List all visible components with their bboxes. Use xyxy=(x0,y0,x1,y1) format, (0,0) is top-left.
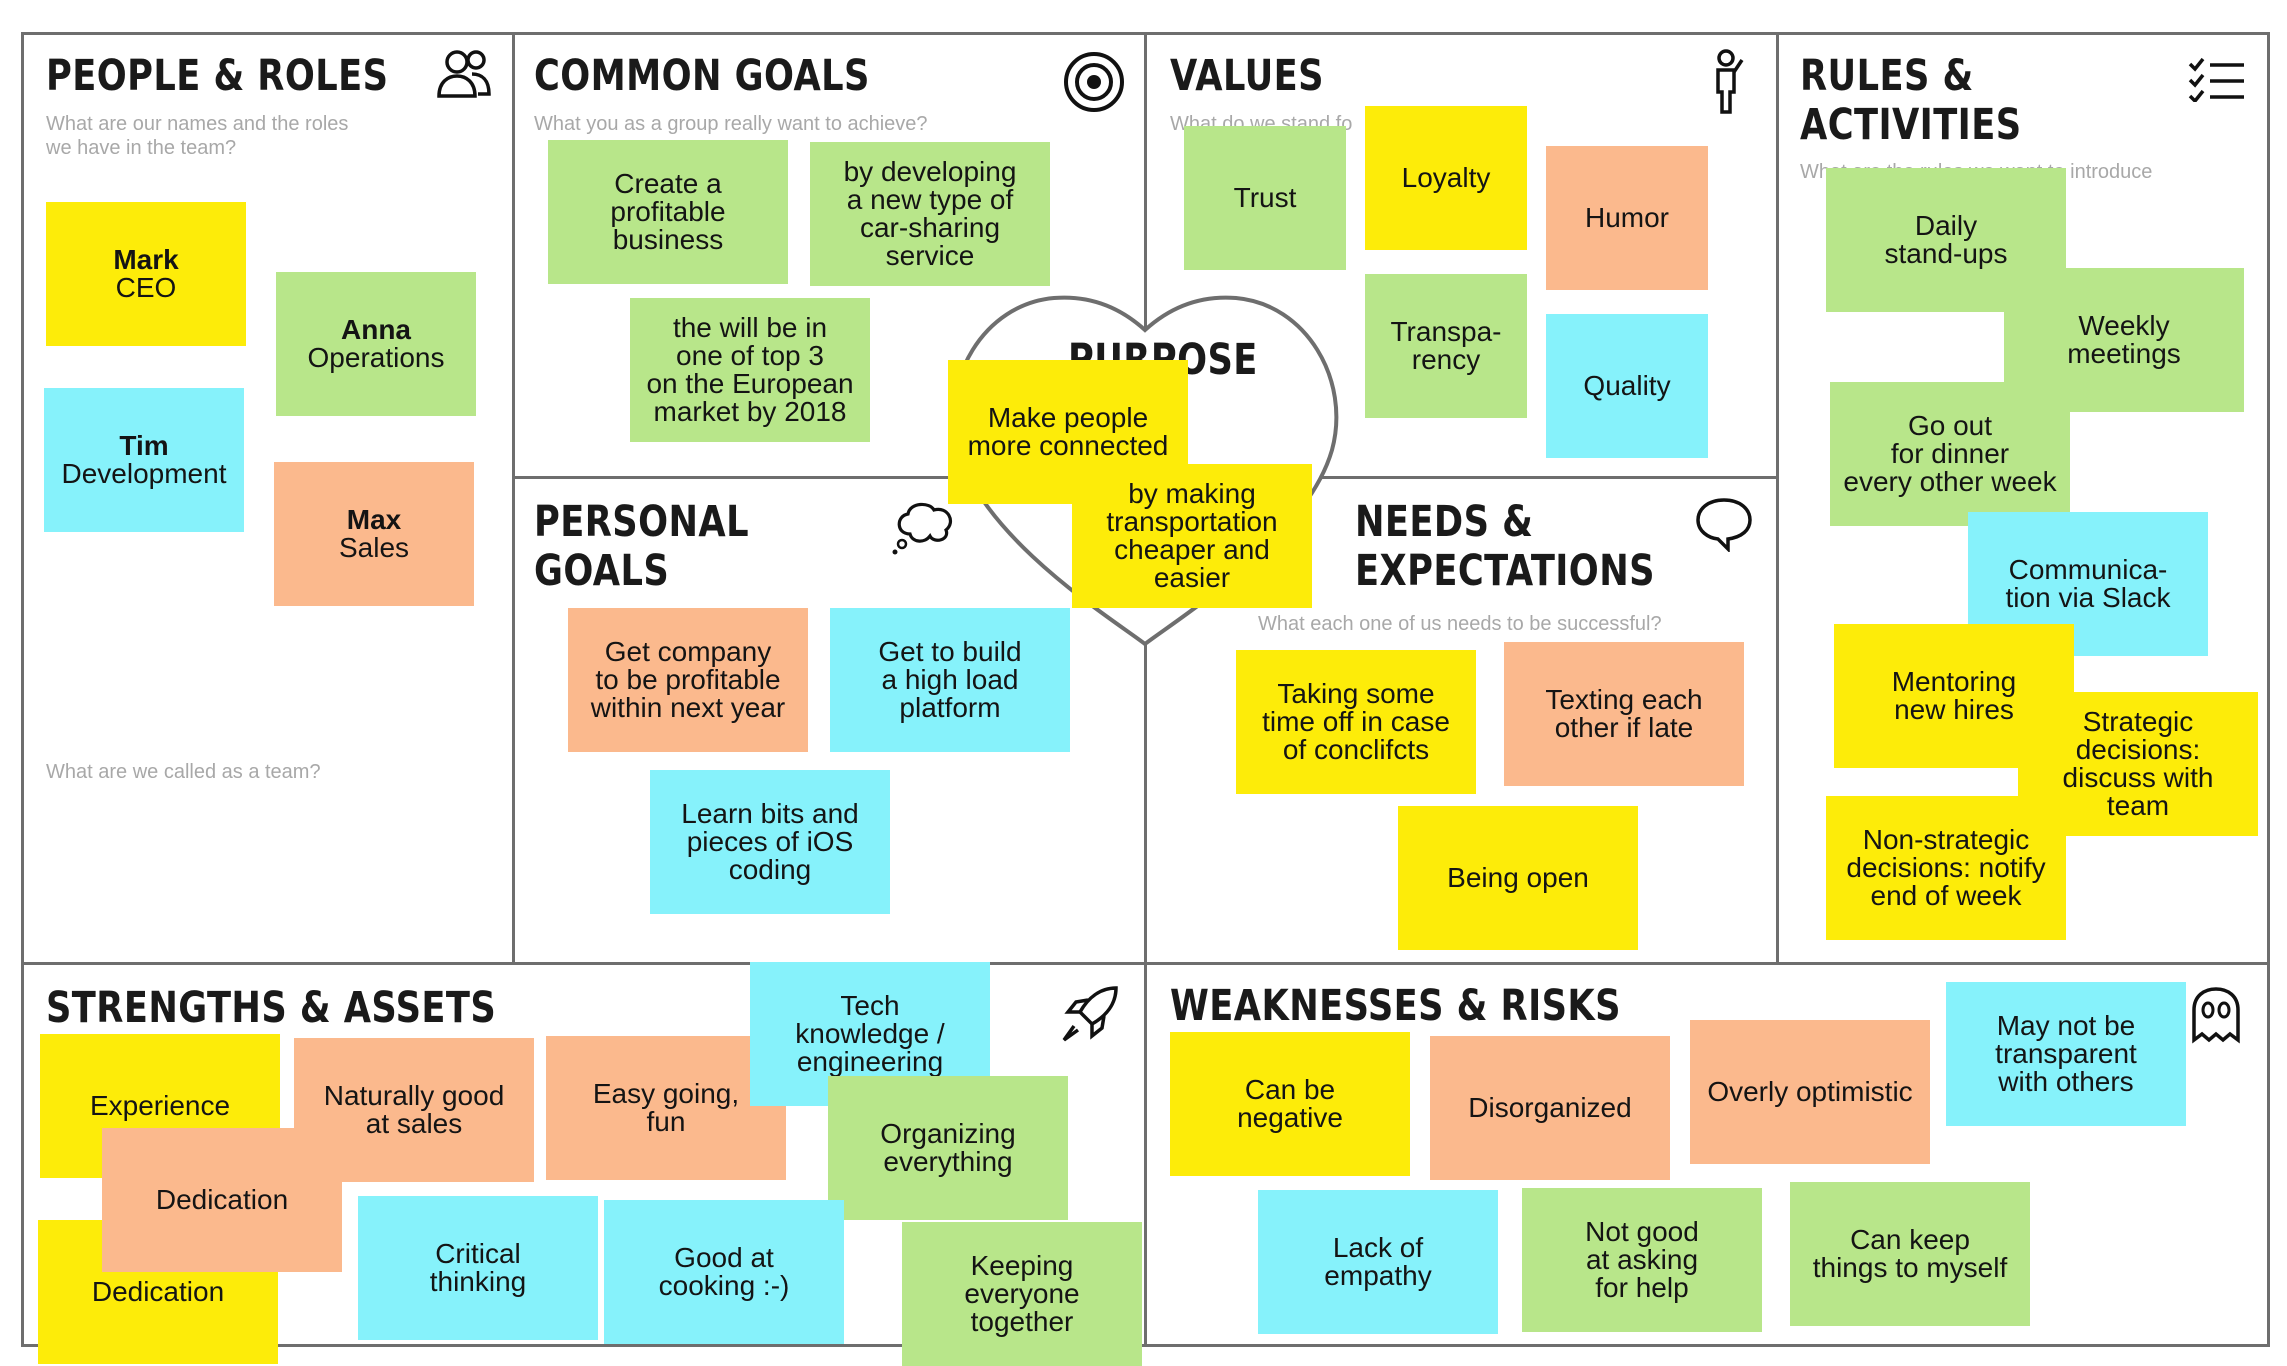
people-roles-title: PEOPLE & ROLES xyxy=(46,51,389,101)
strengths-assets-title: STRENGTHS & ASSETS xyxy=(46,983,497,1033)
sticky-note[interactable]: Loyalty xyxy=(1365,106,1527,250)
sticky-note[interactable]: Taking some time off in case of conclifc… xyxy=(1236,650,1476,794)
divider xyxy=(1776,32,1779,963)
sticky-note[interactable]: Non-strategic decisions: notify end of w… xyxy=(1826,796,2066,940)
team-name-hint: What are we called as a team? xyxy=(46,761,321,783)
sticky-note[interactable]: Trust xyxy=(1184,126,1346,270)
sticky-note[interactable]: Critical thinking xyxy=(358,1196,598,1340)
sticky-note[interactable]: Dedication xyxy=(102,1128,342,1272)
person-name: Max xyxy=(346,504,402,535)
person-role: Development xyxy=(61,458,227,489)
sticky-note[interactable]: Texting each other if late xyxy=(1504,642,1744,786)
rules-activities-title: RULES & ACTIVITIES xyxy=(1800,51,2022,150)
sticky-note[interactable]: Not good at asking for help xyxy=(1522,1188,1762,1332)
sticky-note[interactable]: Get to build a high load platform xyxy=(830,608,1070,752)
sticky-note[interactable]: the will be in one of top 3 on the Europ… xyxy=(630,298,870,442)
sticky-note[interactable]: Organizing everything xyxy=(828,1076,1068,1220)
sticky-note[interactable]: Quality xyxy=(1546,314,1708,458)
checklist-icon xyxy=(2188,57,2244,102)
person-role: Operations xyxy=(307,342,445,373)
sticky-note[interactable]: Go out for dinner every other week xyxy=(1830,382,2070,526)
sticky-note[interactable]: Can keep things to myself xyxy=(1790,1182,2030,1326)
sticky-note[interactable]: Learn bits and pieces of iOS coding xyxy=(650,770,890,914)
common-goals-hint: What you as a group really want to achie… xyxy=(534,113,928,135)
target-icon xyxy=(1064,52,1124,112)
speech-bubble-icon xyxy=(1696,498,1752,552)
person-name: Tim xyxy=(119,430,169,461)
rocket-icon xyxy=(1062,986,1118,1042)
person-role: Sales xyxy=(338,532,410,563)
ghost-icon xyxy=(2192,987,2240,1044)
divider xyxy=(512,32,515,963)
divider xyxy=(1144,32,1147,1347)
people-icon xyxy=(437,50,491,98)
person-icon xyxy=(1716,49,1744,114)
person-name: Anna xyxy=(341,314,411,345)
sticky-note[interactable]: by making transportation cheaper and eas… xyxy=(1072,464,1312,608)
sticky-note[interactable]: Create a profitable business xyxy=(548,140,788,284)
sticky-note[interactable]: Being open xyxy=(1398,806,1638,950)
sticky-note[interactable]: by developing a new type of car-sharing … xyxy=(810,142,1050,286)
person-name: Mark xyxy=(113,244,179,275)
personal-goals-title: PERSONAL GOALS xyxy=(534,497,750,596)
needs-expectations-title: NEEDS & EXPECTATIONS xyxy=(1355,497,1655,596)
sticky-note[interactable]: Easy going, fun xyxy=(546,1036,786,1180)
values-title: VALUES xyxy=(1170,51,1324,101)
sticky-note[interactable]: Humor xyxy=(1546,146,1708,290)
sticky-note[interactable]: Get company to be profitable within next… xyxy=(568,608,808,752)
sticky-note[interactable]: Good at cooking :-) xyxy=(604,1200,844,1344)
weaknesses-risks-title: WEAKNESSES & RISKS xyxy=(1170,981,1621,1031)
common-goals-title: COMMON GOALS xyxy=(534,51,870,101)
thought-bubble-icon xyxy=(892,502,952,555)
people-roles-hint: What are our names and the roles we have… xyxy=(46,113,349,159)
sticky-note[interactable]: Can be negative xyxy=(1170,1032,1410,1176)
sticky-note[interactable]: Keeping everyone together xyxy=(902,1222,1142,1366)
sticky-note[interactable]: Disorganized xyxy=(1430,1036,1670,1180)
needs-hint: What each one of us needs to be successf… xyxy=(1258,613,1662,635)
sticky-note[interactable]: May not be transparent with others xyxy=(1946,982,2186,1126)
sticky-note[interactable]: Lack of empathy xyxy=(1258,1190,1498,1334)
sticky-note[interactable]: Transpa- rency xyxy=(1365,274,1527,418)
person-role: CEO xyxy=(115,272,177,303)
sticky-note[interactable]: Overly optimistic xyxy=(1690,1020,1930,1164)
sticky-note[interactable]: Tech knowledge / engineering xyxy=(750,962,990,1106)
